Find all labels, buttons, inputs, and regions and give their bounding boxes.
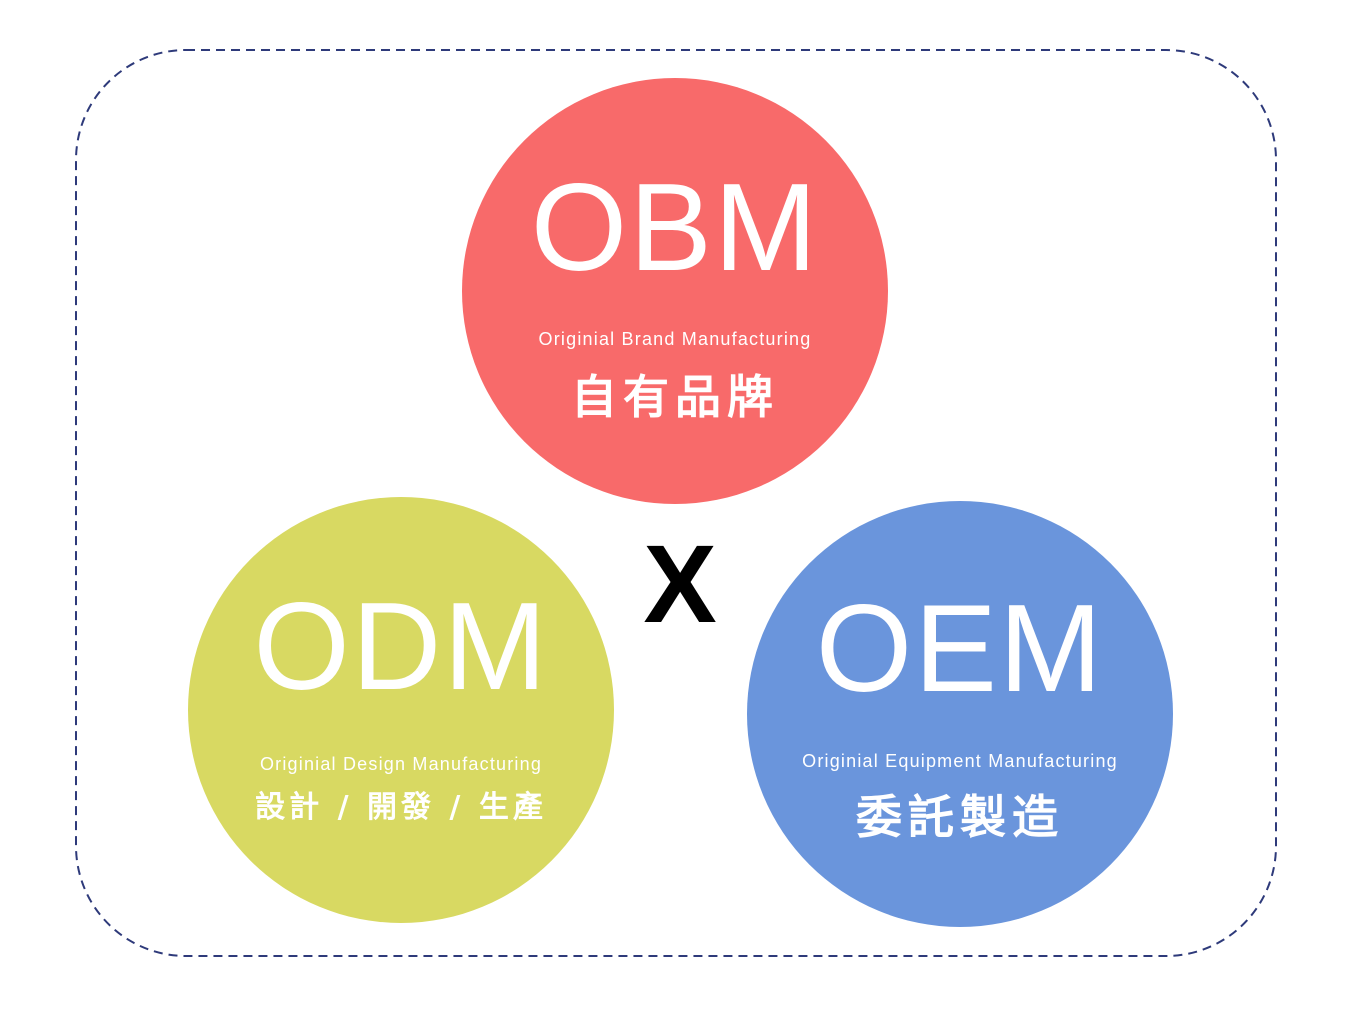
connector-x: X — [643, 523, 717, 646]
obm-abbreviation: OBM — [530, 159, 820, 297]
odm-abbreviation: ODM — [253, 578, 549, 716]
odm-english-label: Originial Design Manufacturing — [259, 754, 543, 774]
oem-circle: OEM Originial Equipment Manufacturing 委託… — [747, 501, 1173, 927]
odm-circle: ODM Originial Design Manufacturing 設計 / … — [188, 497, 614, 923]
obm-circle: OBM Originial Brand Manufacturing 自有品牌 — [462, 78, 888, 504]
obm-english-label: Originial Brand Manufacturing — [538, 329, 812, 349]
odm-chinese-label: 設計 / 開發 / 生產 — [255, 790, 547, 825]
oem-chinese-label: 委託製造 — [856, 790, 1064, 844]
oem-abbreviation: OEM — [815, 580, 1105, 718]
obm-chinese-label: 自有品牌 — [571, 370, 779, 424]
oem-english-label: Originial Equipment Manufacturing — [802, 751, 1118, 771]
